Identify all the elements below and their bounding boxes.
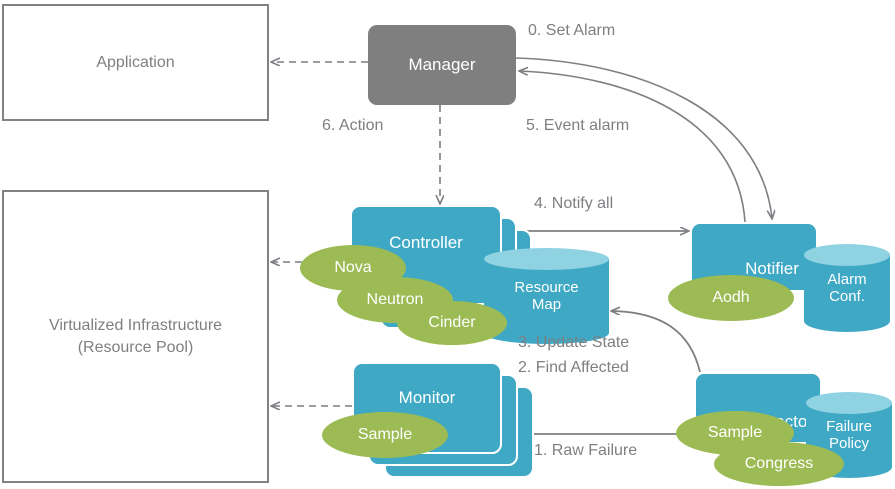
failure-policy-cylinder[interactable]: Failure Policy xyxy=(806,392,892,478)
label-step-6: 6. Action xyxy=(322,117,384,134)
application-box: Application xyxy=(2,4,269,121)
label-step-3: 3. Update State xyxy=(518,334,630,351)
badge-cinder[interactable]: Cinder xyxy=(397,301,507,345)
label-step-2: 2. Find Affected xyxy=(518,359,629,376)
failure-policy-label-line1: Failure xyxy=(826,417,872,435)
badge-neutron-label: Neutron xyxy=(366,291,424,308)
resource-map-label-line2: Map xyxy=(531,296,562,313)
alarm-conf-top xyxy=(804,244,890,266)
monitor-label: Monitor xyxy=(398,388,456,407)
failure-policy-top xyxy=(806,392,892,414)
label-step-0: 0. Set Alarm xyxy=(528,22,616,39)
badge-aodh-label: Aodh xyxy=(712,289,750,306)
infrastructure-label-line2: (Resource Pool) xyxy=(77,338,194,356)
badge-sample-inspector-label: Sample xyxy=(707,424,763,441)
badge-nova-label: Nova xyxy=(334,259,372,276)
edge-event-alarm xyxy=(520,71,746,223)
resource-map-label: Resource Map xyxy=(484,248,609,344)
controller-label: Controller xyxy=(389,233,463,252)
edge-update-state xyxy=(612,311,701,373)
infrastructure-label-line1: Virtualized Infrastructure xyxy=(48,316,223,334)
manager-node[interactable]: Manager xyxy=(368,25,516,105)
label-step-1: 1. Raw Failure xyxy=(534,442,638,459)
notifier-label: Notifier xyxy=(745,259,799,278)
failure-policy-label-line2: Policy xyxy=(828,435,869,452)
resource-map-top xyxy=(484,248,609,270)
alarm-conf-label-line1: Alarm xyxy=(827,270,867,288)
badge-sample-monitor[interactable]: Sample xyxy=(322,412,448,458)
label-step-4: 4. Notify all xyxy=(534,195,614,212)
badge-congress-label: Congress xyxy=(744,455,814,472)
failure-policy-label: Failure Policy xyxy=(806,392,892,478)
badge-congress[interactable]: Congress xyxy=(714,442,844,486)
badge-cinder-label: Cinder xyxy=(428,314,476,331)
badge-sample-monitor-label: Sample xyxy=(357,426,413,443)
application-label: Application xyxy=(96,53,175,71)
label-step-5: 5. Event alarm xyxy=(526,117,630,134)
infrastructure-box: Virtualized Infrastructure (Resource Poo… xyxy=(2,190,269,483)
badge-aodh[interactable]: Aodh xyxy=(668,275,794,321)
resource-map-cylinder[interactable]: Resource Map xyxy=(484,248,609,344)
manager-label: Manager xyxy=(408,55,476,74)
alarm-conf-cylinder[interactable]: Alarm Conf. xyxy=(804,244,890,332)
alarm-conf-label: Alarm Conf. xyxy=(804,244,890,332)
alarm-conf-label-line2: Conf. xyxy=(829,288,865,305)
resource-map-label-line1: Resource xyxy=(514,278,579,296)
alarm-conf-body xyxy=(804,255,890,321)
edge-set-alarm xyxy=(515,57,772,218)
